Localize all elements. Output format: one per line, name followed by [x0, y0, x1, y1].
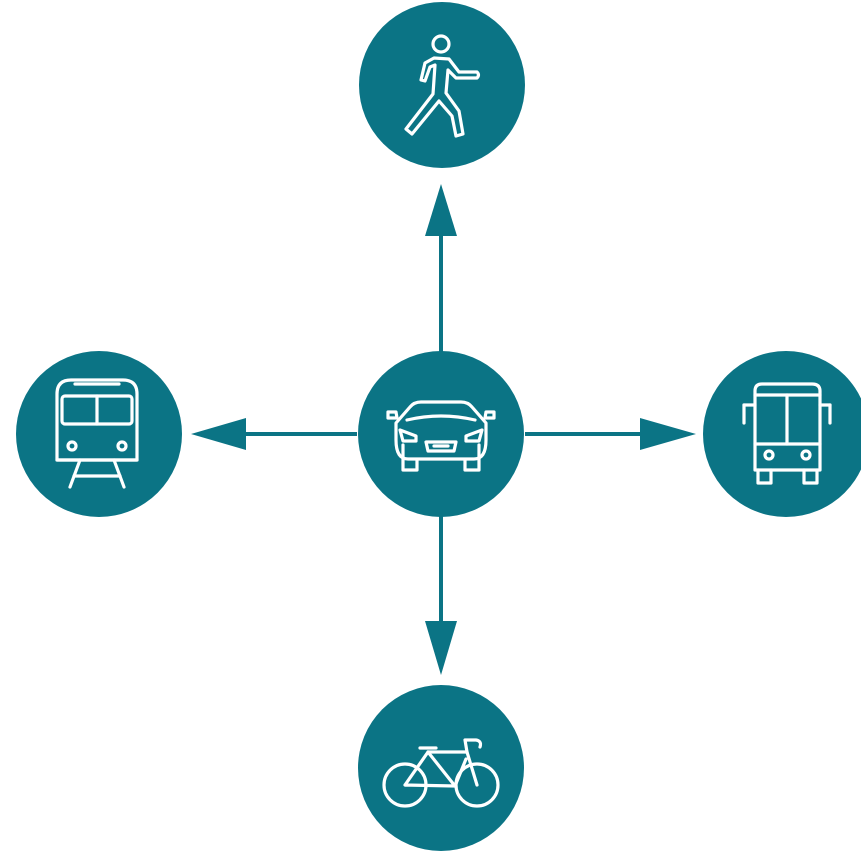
car-icon: [386, 400, 496, 472]
bus-icon: [742, 382, 832, 485]
connector-up: [425, 184, 457, 352]
node-car: [358, 351, 524, 517]
node-train: [16, 351, 182, 517]
bicycle-icon: [382, 738, 500, 808]
pedestrian-icon: [404, 34, 481, 138]
connector-right: [525, 418, 696, 450]
connector-left: [191, 418, 357, 450]
node-bus: [703, 351, 861, 517]
node-bicycle: [358, 685, 524, 851]
train-icon: [55, 378, 139, 489]
node-walking: [359, 2, 525, 168]
connector-down: [425, 516, 457, 675]
